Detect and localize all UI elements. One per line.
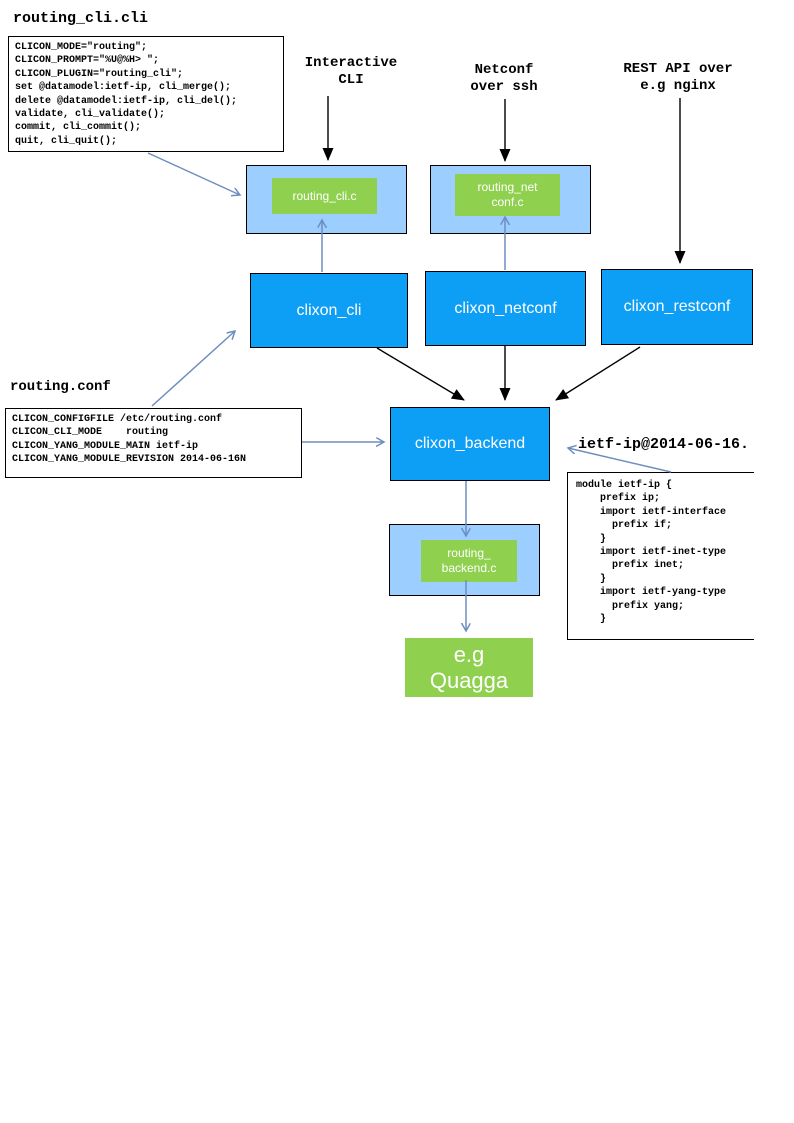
yang-file-codebox: module ietf-ip { prefix ip; import ietf-…: [567, 472, 754, 640]
cli-file-codebox: CLICON_MODE="routing"; CLICON_PROMPT="%U…: [8, 36, 284, 152]
cli-file-title: routing_cli.cli: [13, 10, 149, 27]
backend-plugin-box: routing_ backend.c: [421, 540, 517, 582]
clixon-restconf-node: clixon_restconf: [601, 269, 753, 345]
label-interactive-cli: Interactive CLI: [304, 55, 398, 88]
arrow-clifile-to-cli-plugin-panel: [147, 152, 240, 195]
quagga-node: e.g Quagga: [405, 638, 533, 697]
arrow-cli-to-backend: [376, 347, 465, 401]
conf-file-title: routing.conf: [10, 379, 111, 395]
label-rest-api: REST API over e.g nginx: [623, 61, 733, 94]
yang-file-title: ietf-ip@2014-06-16.: [578, 436, 750, 453]
clixon-backend-label: clixon_backend: [414, 435, 526, 452]
netconf-plugin-box: routing_net conf.c: [455, 174, 560, 216]
clixon-netconf-label: clixon_netconf: [454, 299, 557, 317]
yang-file-code: module ietf-ip { prefix ip; import ietf-…: [576, 480, 727, 626]
clixon-backend-node: clixon_backend: [390, 407, 550, 481]
cli-file-code: CLICON_MODE="routing"; CLICON_PROMPT="%U…: [15, 42, 238, 147]
conf-file-code: CLICON_CONFIGFILE /etc/routing.conf CLIC…: [12, 414, 247, 466]
clixon-netconf-node: clixon_netconf: [425, 271, 586, 346]
arrow-conffile-to-clixon-cli: [151, 331, 235, 407]
clixon-cli-node: clixon_cli: [250, 273, 408, 348]
clixon-restconf-label: clixon_restconf: [623, 298, 731, 315]
label-netconf-over-ssh: Netconf over ssh: [470, 62, 538, 95]
clixon-cli-label: clixon_cli: [296, 301, 362, 319]
arrow-restconf-to-backend: [555, 346, 641, 401]
cli-plugin-box: routing_cli.c: [272, 178, 377, 214]
conf-file-codebox: CLICON_CONFIGFILE /etc/routing.conf CLIC…: [5, 408, 302, 478]
